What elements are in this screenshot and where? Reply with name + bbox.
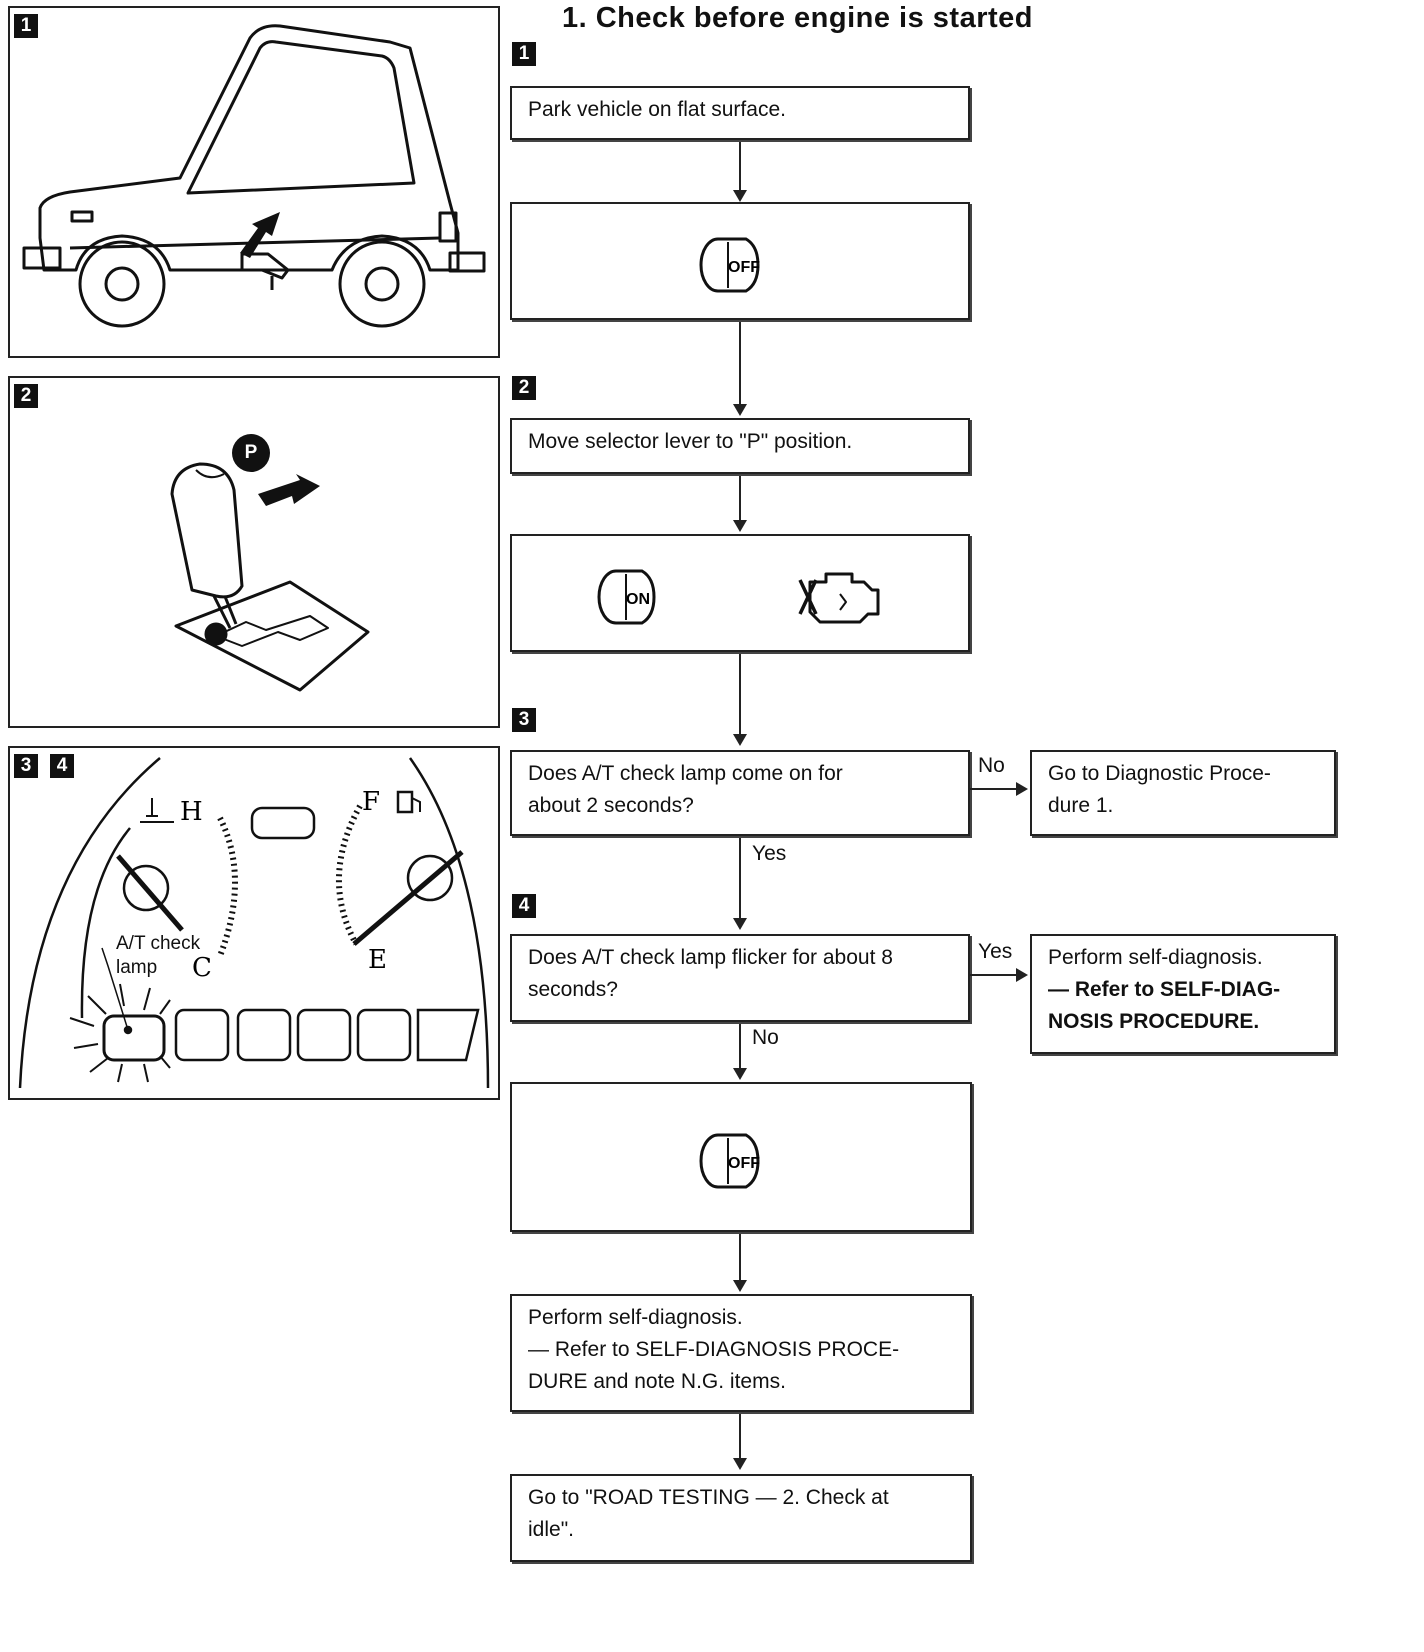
self-diagnosis-1-line1: Perform self-diagnosis. — [1048, 946, 1263, 969]
road-testing-line2: idle". — [528, 1518, 574, 1541]
flow-box-self-diagnosis-2: Perform self-diagnosis. — Refer to SELF-… — [510, 1294, 972, 1412]
figure-cluster-panel: 3 4 — [8, 746, 500, 1100]
flow-box-diagnostic-procedure: Go to Diagnostic Proce- dure 1. — [1030, 750, 1336, 836]
flow-box-ignition-off-2: OFF — [510, 1082, 972, 1232]
self-diagnosis-2-line1: Perform self-diagnosis. — [528, 1306, 743, 1329]
lamp-on-question-line1: Does A/T check lamp come on for — [528, 762, 843, 785]
gauge-label-e: E — [368, 945, 387, 975]
step-marker-2: 2 — [512, 376, 536, 400]
flow-box-park-vehicle-text: Park vehicle on flat surface. — [528, 98, 786, 121]
branch-yes-label-2: Yes — [978, 940, 1013, 963]
step-marker-3: 3 — [512, 708, 536, 732]
branch-yes-label-1: Yes — [752, 842, 787, 865]
flow-box-ignition-off-1: OFF — [510, 202, 970, 320]
ignition-off-text: OFF — [728, 259, 760, 276]
engine-not-running-icon — [796, 564, 888, 638]
figure-vehicle-panel: 1 — [8, 6, 500, 358]
step-marker-4: 4 — [512, 894, 536, 918]
self-diagnosis-1-line3: NOSIS PROCEDURE. — [1048, 1010, 1260, 1033]
flow-box-selector-lever: Move selector lever to "P" position. — [510, 418, 970, 474]
lamp-flicker-question-line2: seconds? — [528, 978, 618, 1001]
page-title: 1. Check before engine is started — [562, 2, 1033, 34]
ignition-off-text-2: OFF — [728, 1155, 760, 1172]
flow-box-road-testing: Go to "ROAD TESTING — 2. Check at idle". — [510, 1474, 972, 1562]
gauge-label-h: H — [180, 797, 203, 827]
flow-box-selector-lever-text: Move selector lever to "P" position. — [528, 430, 853, 453]
park-badge: P — [232, 434, 270, 472]
road-testing-line1: Go to "ROAD TESTING — 2. Check at — [528, 1486, 889, 1509]
ignition-on-icon: ON — [596, 566, 662, 638]
figure-selector-panel: 2 P — [8, 376, 500, 728]
flow-box-park-vehicle: Park vehicle on flat surface. — [510, 86, 970, 140]
ignition-on-text: ON — [626, 591, 650, 608]
vehicle-illustration — [22, 24, 486, 328]
selector-lever-illustration — [170, 462, 370, 692]
ignition-off-icon: OFF — [698, 234, 764, 306]
lamp-label: A/T check lamp — [116, 932, 200, 980]
gauge-label-f: F — [362, 787, 380, 817]
branch-no-label-1: No — [978, 754, 1005, 777]
figure-marker-3: 3 — [14, 754, 38, 778]
lamp-label-line1: A/T check — [116, 933, 201, 954]
flow-box-self-diagnosis-1: Perform self-diagnosis. — Refer to SELF-… — [1030, 934, 1336, 1054]
instrument-cluster-illustration: H C F E — [18, 757, 490, 1089]
flow-box-ignition-on: ON — [510, 534, 970, 652]
lamp-label-line2: lamp — [116, 957, 158, 978]
branch-no-label-2: No — [752, 1026, 779, 1049]
lamp-flicker-question-line1: Does A/T check lamp flicker for about 8 — [528, 946, 893, 969]
self-diagnosis-2-line2: — Refer to SELF-DIAGNOSIS PROCE- — [528, 1338, 900, 1361]
step-marker-1: 1 — [512, 42, 536, 66]
flow-box-lamp-flicker-question: Does A/T check lamp flicker for about 8 … — [510, 934, 970, 1022]
self-diagnosis-2-line3: DURE and note N.G. items. — [528, 1370, 786, 1393]
lamp-on-question-line2: about 2 seconds? — [528, 794, 694, 817]
figure-marker-2: 2 — [14, 384, 38, 408]
diagnostic-procedure-line1: Go to Diagnostic Proce- — [1048, 762, 1271, 785]
figure-marker-4: 4 — [50, 754, 74, 778]
flow-box-lamp-on-question: Does A/T check lamp come on for about 2 … — [510, 750, 970, 836]
gauge-label-c: C — [192, 953, 212, 983]
ignition-off-icon: OFF — [698, 1130, 764, 1202]
self-diagnosis-1-line2: — Refer to SELF-DIAG- — [1048, 978, 1281, 1001]
figure-marker-1: 1 — [14, 14, 38, 38]
diagnostic-procedure-line2: dure 1. — [1048, 794, 1114, 817]
